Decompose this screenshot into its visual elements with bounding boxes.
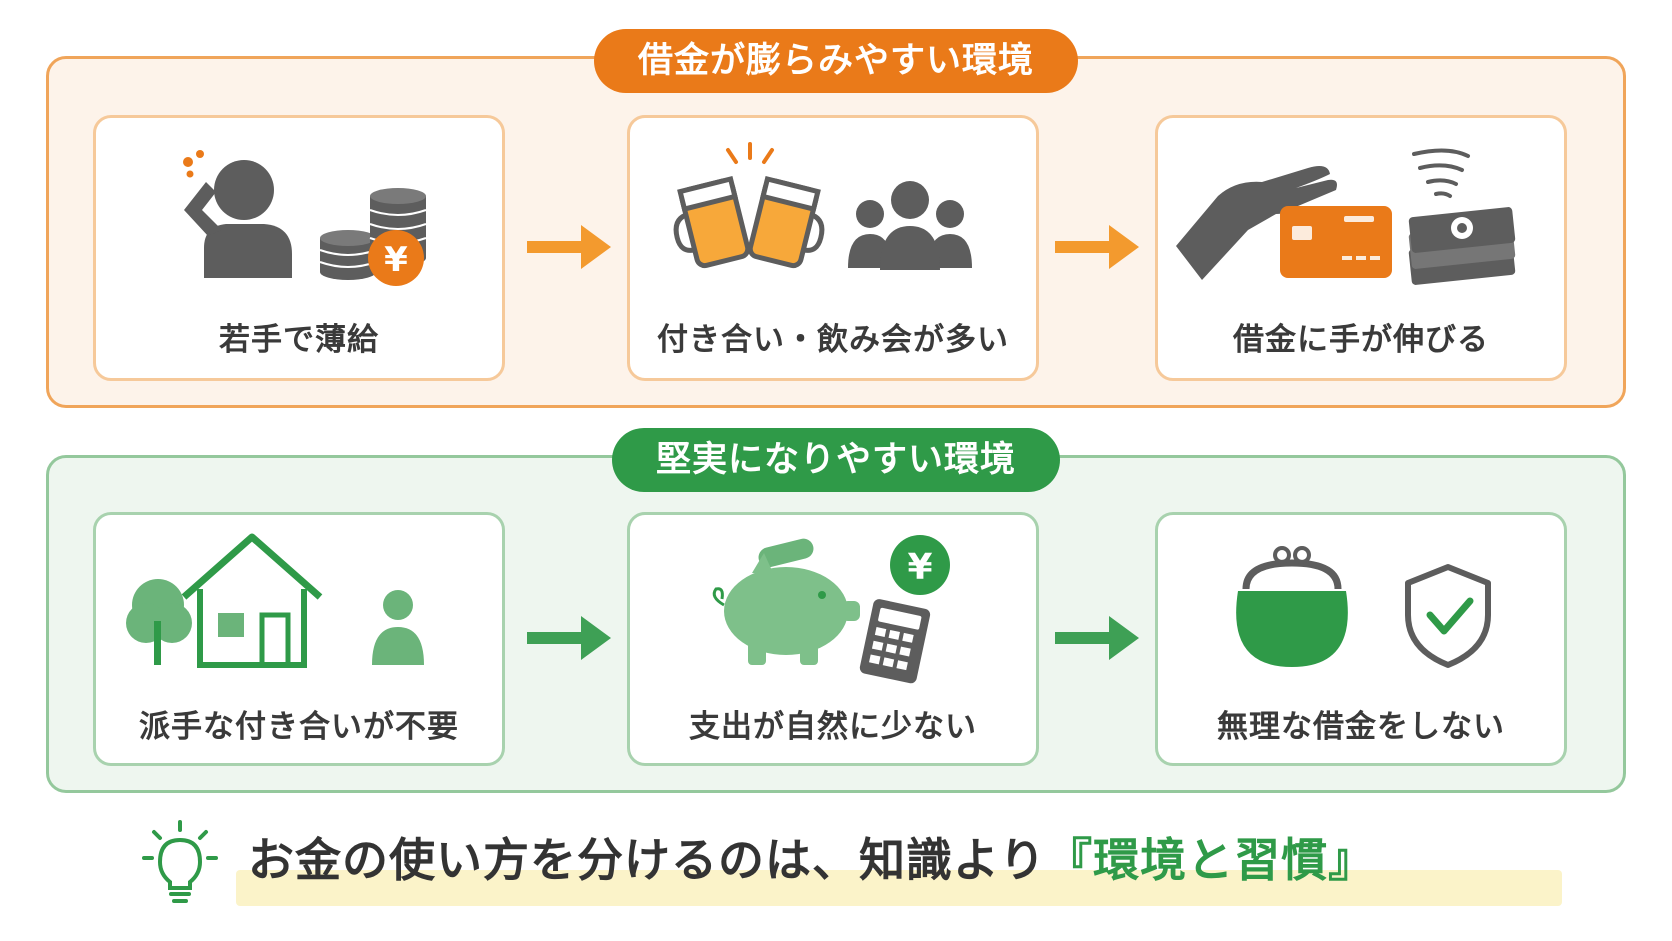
lightbulb-icon xyxy=(142,820,218,903)
piggy-bank-calculator-icon: ¥ xyxy=(712,535,950,684)
worried-person-coins-icon: ¥ xyxy=(183,150,427,286)
step-label: 支出が自然に少ない xyxy=(689,709,977,745)
steady-environment-title: 堅実になりやすい環境 xyxy=(611,428,1061,492)
step-card-no-flashy-socializing: 派手な付き合いが不要 xyxy=(93,512,505,766)
house-tree-person-icon xyxy=(126,533,424,668)
arrow-right-icon xyxy=(527,225,611,269)
step-card-drinking-parties: 付き合い・飲み会が多い xyxy=(627,115,1039,381)
yen-badge: ¥ xyxy=(907,547,932,588)
arrow-right-icon xyxy=(1055,225,1139,269)
steady-environment-panel: 堅実になりやすい環境 派手な付き合いが不要 xyxy=(46,428,1626,793)
highlight-band xyxy=(236,870,1562,906)
conclusion-banner: お金の使い方を分けるのは、知識より『環境と習慣』 xyxy=(140,818,1562,908)
step-label: 付き合い・飲み会が多い xyxy=(657,322,1009,358)
yen-badge: ¥ xyxy=(384,240,408,280)
step-label: 無理な借金をしない xyxy=(1217,709,1505,745)
conclusion-main: お金の使い方を分けるのは、知識より xyxy=(248,833,1047,887)
step-card-no-reckless-borrowing: 無理な借金をしない xyxy=(1155,512,1567,766)
step-card-low-expenses: ¥ 支出が自然に少ない xyxy=(627,512,1039,766)
beer-toast-group-icon xyxy=(673,142,972,270)
arrow-right-icon xyxy=(527,616,611,660)
hand-credit-card-cash-icon xyxy=(1176,148,1516,285)
step-card-borrowing: 借金に手が伸びる xyxy=(1155,115,1567,381)
step-label: 派手な付き合いが不要 xyxy=(139,709,459,745)
step-label: 借金に手が伸びる xyxy=(1233,322,1489,358)
debt-environment-panel: 借金が膨らみやすい環境 xyxy=(46,29,1626,408)
purse-shield-check-icon xyxy=(1236,546,1491,668)
conclusion-emphasis: 『環境と習慣』 xyxy=(1046,833,1376,887)
step-label: 若手で薄給 xyxy=(219,322,379,358)
conclusion-text: お金の使い方を分けるのは、知識より『環境と習慣』 xyxy=(248,824,1375,890)
arrow-right-icon xyxy=(1055,616,1139,660)
step-card-low-salary: ¥ 若手で薄給 xyxy=(93,115,505,381)
debt-environment-title: 借金が膨らみやすい環境 xyxy=(593,29,1079,93)
